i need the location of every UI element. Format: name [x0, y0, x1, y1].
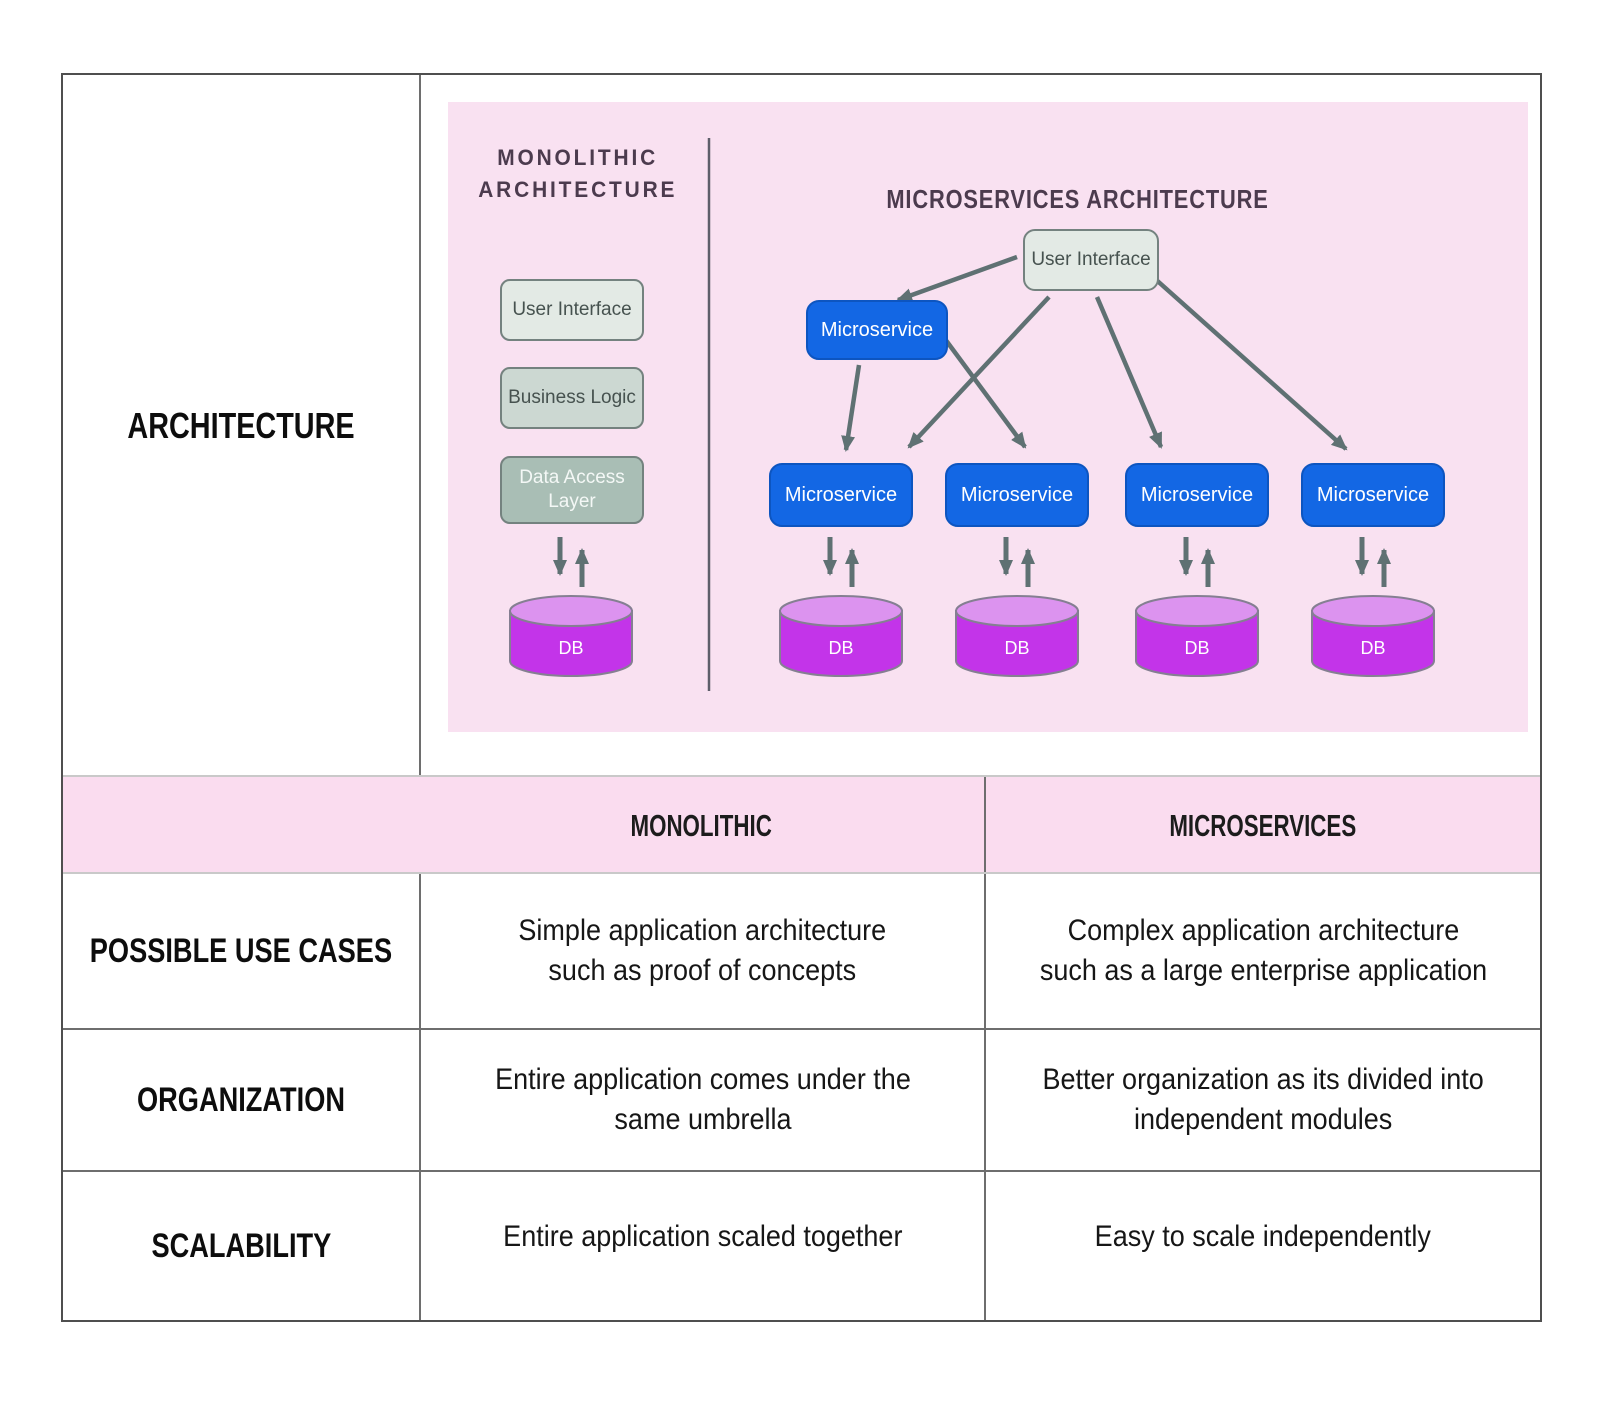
- db-label: DB: [558, 638, 583, 658]
- org-micro-line1: Better organization as its divided into: [1042, 1063, 1484, 1096]
- monolithic-architecture-title: MONOLITHIC ARCHITECTURE: [448, 142, 708, 206]
- scal-mono-line1: Entire application scaled together: [502, 1220, 903, 1253]
- organization-microservices-cell: Better organization as its divided into …: [986, 1030, 1540, 1170]
- ms-microservice-box-1: Microservice: [769, 463, 913, 527]
- arrow-ui-to-service1: [907, 295, 1051, 449]
- scalability-label: SCALABILITY: [151, 1226, 331, 1265]
- db-label: DB: [828, 638, 853, 658]
- db-cylinder-svc1: DB: [779, 595, 903, 677]
- ms-microservice-box-4: Microservice: [1301, 463, 1445, 527]
- grid-vline-label-col-top: [419, 75, 421, 777]
- ms-label-4: Microservice: [1316, 483, 1430, 506]
- mono-dal-line1: Data Access: [519, 467, 625, 489]
- organization-monolithic-cell: Entire application comes under the same …: [421, 1030, 984, 1170]
- microservices-column-header: MICROSERVICES: [986, 777, 1540, 874]
- org-mono-line2: same umbrella: [613, 1103, 792, 1136]
- monolithic-header-text: MONOLITHIC: [630, 807, 773, 843]
- db-label: DB: [1004, 638, 1029, 658]
- ms-label-2: Microservice: [960, 483, 1074, 506]
- db-label: DB: [1184, 638, 1209, 658]
- arrow-topservice-to-service1: [841, 364, 862, 452]
- arrow-ui-to-service4: [1151, 275, 1348, 451]
- mono-title-line2: ARCHITECTURE: [478, 177, 678, 202]
- db-label: DB: [1360, 638, 1385, 658]
- mono-dal-label: Data Access Layer: [519, 466, 625, 514]
- ms-microservice-box-2: Microservice: [945, 463, 1089, 527]
- grid-hline-org-scal: [63, 1170, 1540, 1172]
- arrow-ui-to-top-microservice: [896, 254, 1018, 303]
- organization-label-cell: ORGANIZATION: [63, 1030, 419, 1170]
- ms-title-text: MICROSERVICES ARCHITECTURE: [886, 184, 1270, 214]
- grid-vline-center-col: [984, 777, 986, 1320]
- scalability-label-cell: SCALABILITY: [63, 1172, 419, 1320]
- mono-data-access-box: Data Access Layer: [500, 456, 644, 524]
- usecases-micro-line2: such as a large enterprise application: [1039, 954, 1487, 987]
- comparison-table: ARCHITECTURE: [61, 73, 1542, 1322]
- microservices-header-text: MICROSERVICES: [1169, 807, 1357, 843]
- ms-label-1: Microservice: [784, 483, 898, 506]
- arrow-ui-to-service3: [1094, 296, 1164, 449]
- mono-dal-line2: Layer: [548, 491, 596, 512]
- db-cylinder-svc4: DB: [1311, 595, 1435, 677]
- scal-micro-line1: Easy to scale independently: [1094, 1220, 1432, 1253]
- diagram-arrows-and-databases: DB DB DB DB: [509, 138, 1435, 691]
- mono-title-line1: MONOLITHIC: [497, 145, 659, 170]
- ms-microservice-box-3: Microservice: [1125, 463, 1269, 527]
- usecases-mono-line1: Simple application architecture: [518, 914, 887, 947]
- usecases-label: POSSIBLE USE CASES: [89, 931, 393, 970]
- ms-label-3: Microservice: [1140, 483, 1254, 506]
- scalability-monolithic-cell: Entire application scaled together: [421, 1172, 984, 1302]
- scalability-microservices-cell: Easy to scale independently: [986, 1172, 1540, 1302]
- grid-hline-below-header: [63, 872, 1540, 874]
- usecases-mono-line2: such as proof of concepts: [548, 954, 857, 987]
- header-row-band: [63, 777, 1540, 874]
- mono-bl-label: Business Logic: [508, 387, 636, 409]
- ms-user-interface-box: User Interface: [1023, 229, 1159, 291]
- org-mono-line1: Entire application comes under the: [494, 1063, 911, 1096]
- db-cylinder-svc3: DB: [1135, 595, 1259, 677]
- ms-ui-label: User Interface: [1031, 249, 1151, 271]
- microservices-architecture-title: MICROSERVICES ARCHITECTURE: [818, 184, 1338, 215]
- organization-label: ORGANIZATION: [136, 1080, 345, 1119]
- ms-top-microservice-box: Microservice: [806, 300, 948, 360]
- grid-vline-label-col-bottom: [419, 874, 421, 1320]
- mono-user-interface-box: User Interface: [500, 279, 644, 341]
- architecture-label: ARCHITECTURE: [127, 405, 355, 446]
- monolithic-column-header: MONOLITHIC: [419, 777, 984, 874]
- usecases-microservices-cell: Complex application architecture such as…: [986, 874, 1540, 1028]
- db-cylinder-svc2: DB: [955, 595, 1079, 677]
- mono-ui-label: User Interface: [512, 299, 632, 321]
- usecases-micro-line1: Complex application architecture: [1067, 914, 1459, 947]
- architecture-diagram-panel: DB DB DB DB: [448, 102, 1528, 732]
- arrow-topservice-to-service2: [943, 337, 1027, 449]
- mono-business-logic-box: Business Logic: [500, 367, 644, 429]
- org-micro-line2: independent modules: [1133, 1103, 1393, 1136]
- db-cylinder-mono: DB: [509, 595, 633, 677]
- grid-hline-above-header: [63, 775, 1540, 777]
- usecases-monolithic-cell: Simple application architecture such as …: [421, 874, 984, 1028]
- ms-top-label: Microservice: [820, 318, 934, 341]
- usecases-label-cell: POSSIBLE USE CASES: [63, 874, 419, 1028]
- architecture-label-cell: ARCHITECTURE: [63, 75, 419, 777]
- grid-hline-usecases-org: [63, 1028, 1540, 1030]
